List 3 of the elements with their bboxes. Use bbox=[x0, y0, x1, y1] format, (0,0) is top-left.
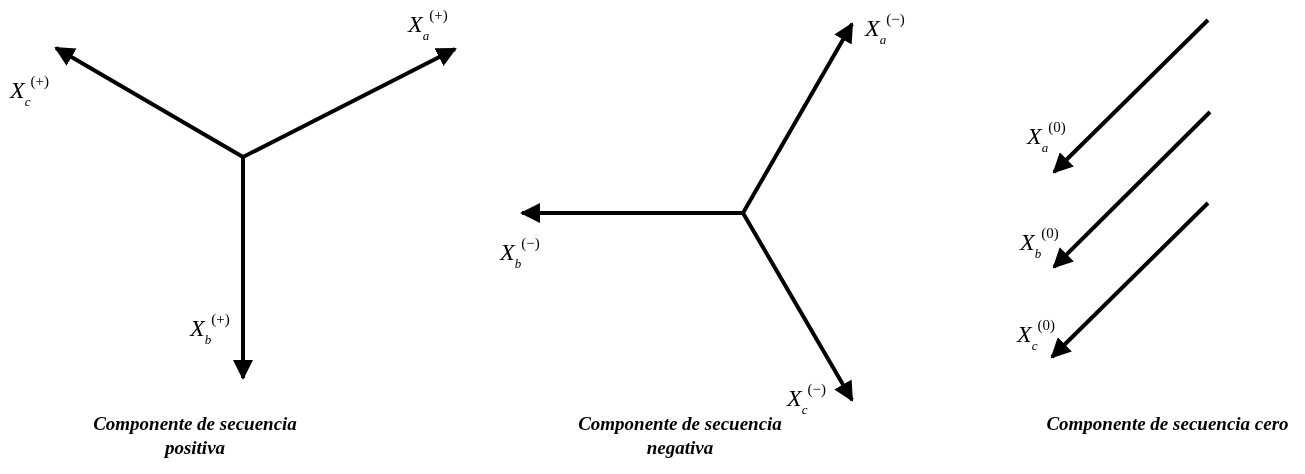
diagram-caption: Componente de secuencia positiva bbox=[92, 412, 298, 460]
diagram-caption: Componente de secuencia negativa bbox=[577, 412, 783, 460]
diagram-caption: Componente de secuencia cero bbox=[1045, 412, 1290, 436]
